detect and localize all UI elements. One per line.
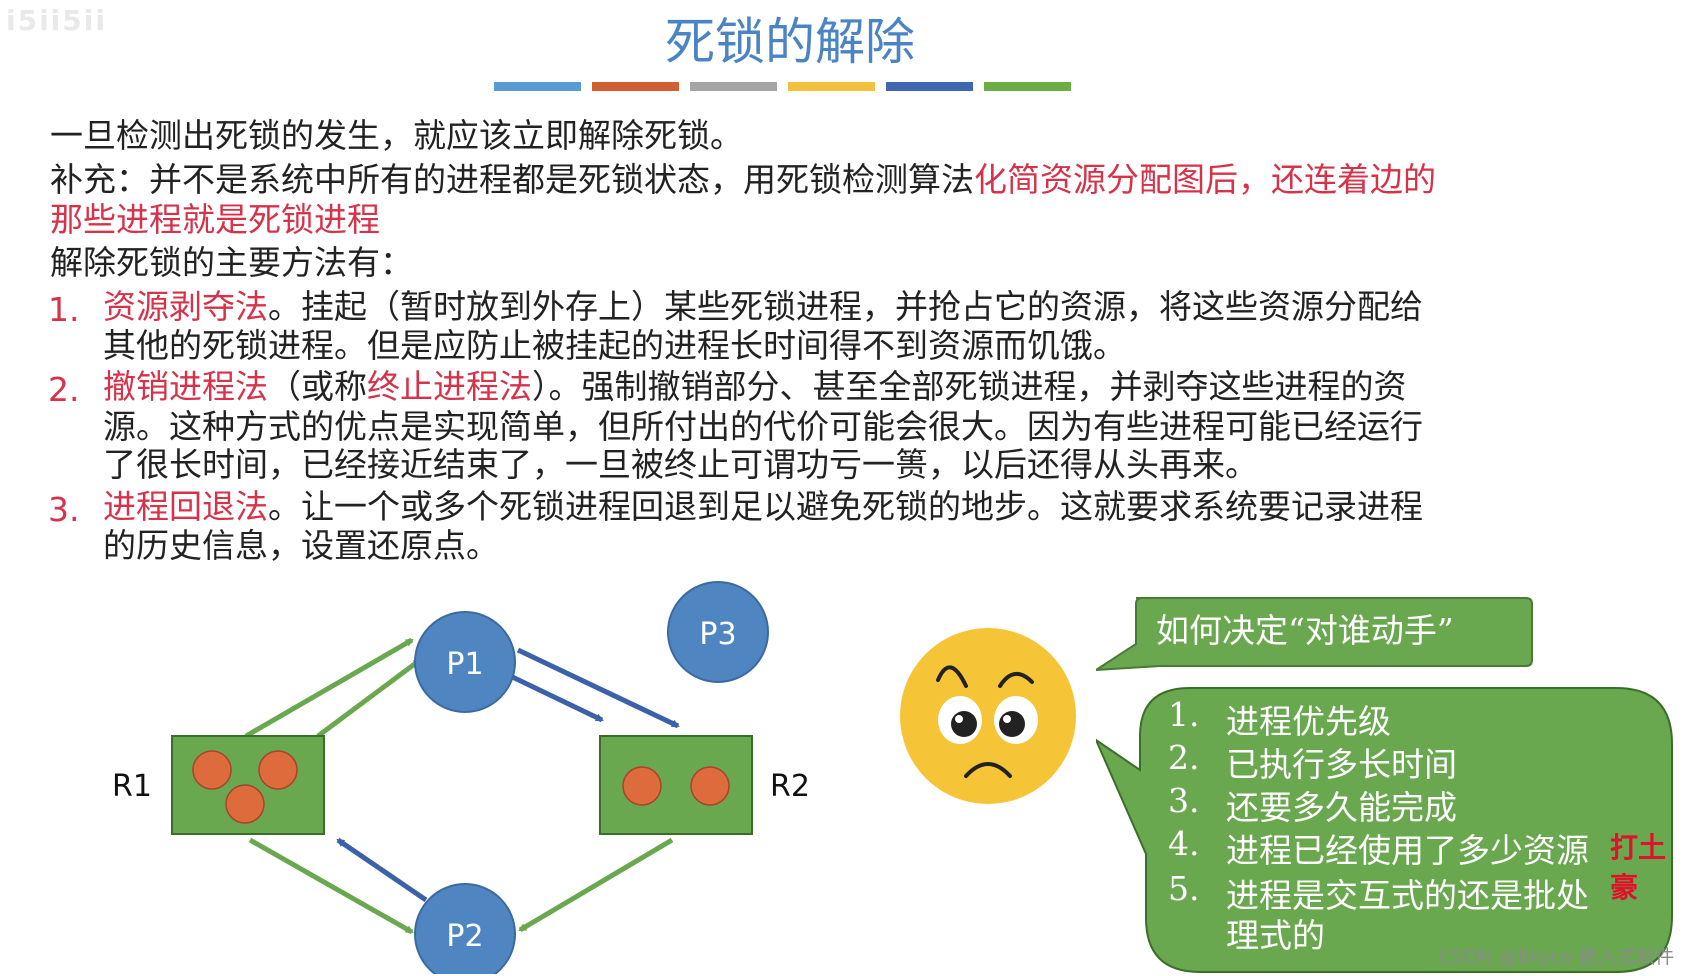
resource-label-r2: R2: [770, 769, 810, 804]
assign-edge: [518, 837, 674, 933]
methods-heading: 解除死锁的主要方法有：: [50, 243, 413, 282]
criteria-item: 已执行多长时间: [1226, 745, 1457, 784]
assign-edge: [316, 657, 422, 739]
criteria-item: 还要多久能完成: [1226, 788, 1457, 827]
process-label-p3: P3: [699, 617, 736, 652]
criteria-item: 进程已经使用了多少资源: [1226, 831, 1589, 870]
resource-token: [258, 750, 298, 790]
method-desc: ）。强制撤销部分、甚至全部死锁进程，并剥夺这些进程的资: [532, 367, 1407, 406]
process-p2: [414, 883, 516, 974]
criteria-item: 进程是交互式的还是批处: [1226, 876, 1589, 915]
corner-logo: i5ii5ii: [6, 4, 107, 37]
csdn-watermark: CSDN @Bruce-嵌入式软件: [1438, 946, 1675, 968]
method-2-line-1: 撤销进程法（或称终止进程法）。强制撤销部分、甚至全部死锁进程，并剥夺这些进程的资: [103, 367, 1407, 407]
method-name: 撤销进程法: [103, 367, 268, 406]
resource-token: [192, 750, 232, 790]
method-name: 资源剥夺法: [103, 287, 268, 326]
criteria-number: 3.: [1168, 781, 1200, 820]
resource-token: [225, 784, 265, 824]
assign-edge: [248, 837, 414, 935]
request-edge: [336, 837, 428, 903]
title-bar: [592, 82, 679, 91]
request-edge: [516, 647, 680, 729]
criteria-item-cont: 理式的: [1226, 916, 1325, 955]
intro-line: 一旦检测出死锁的发生，就应该立即解除死锁。: [50, 116, 743, 155]
method-2-line-3: 了很长时间，已经接近结束了，一旦被终止可谓功亏一篑，以后还得从头再来。: [103, 445, 1258, 484]
criteria-number: 1.: [1168, 695, 1200, 734]
supplement-highlight-cont: 那些进程就是死锁进程: [50, 200, 380, 239]
assign-edge: [244, 637, 414, 739]
supplement-line: 补充：并不是系统中所有的进程都是死锁状态，用死锁检测算法化简资源分配图后，还连着…: [50, 160, 1436, 200]
resource-label-r1: R1: [112, 769, 152, 804]
method-1-line-2: 其他的死锁进程。但是应防止被挂起的进程长时间得不到资源而饥饿。: [103, 326, 1126, 365]
title-underline-bars: [494, 82, 1071, 91]
title-bar: [984, 82, 1071, 91]
method-number: 3.: [48, 490, 80, 529]
method-desc: （或称: [268, 367, 367, 406]
supplement-highlight: 化简资源分配图后，还连着边的: [974, 160, 1436, 199]
resource-allocation-graph: R1 R2 P1 P3 P2: [112, 581, 810, 974]
method-number: 2.: [48, 370, 80, 409]
resource-token: [622, 766, 662, 806]
criteria-number: 4.: [1168, 824, 1200, 863]
frowning-face-icon: [900, 628, 1076, 804]
process-p1: [414, 611, 516, 713]
red-watermark: 打土豪: [1610, 831, 1667, 904]
method-alt-name: 终止进程法: [367, 367, 532, 406]
process-label-p1: P1: [446, 647, 483, 682]
method-3-line-2: 的历史信息，设置还原点。: [103, 526, 499, 565]
title-bar: [690, 82, 777, 91]
method-number: 1.: [48, 290, 80, 329]
method-desc: 。挂起（暂时放到外存上）某些死锁进程，并抢占它的资源，将这些资源分配给: [268, 287, 1423, 326]
criteria-number: 5.: [1168, 869, 1200, 908]
criteria-item: 进程优先级: [1226, 702, 1391, 741]
criteria-number: 2.: [1168, 738, 1200, 777]
request-edge: [500, 669, 604, 723]
method-3-line-1: 进程回退法。让一个或多个死锁进程回退到足以避免死锁的地步。这就要求系统要记录进程: [103, 487, 1423, 527]
resource-token: [690, 766, 730, 806]
method-2-line-2: 源。这种方式的优点是实现简单，但所付出的代价可能会很大。因为有些进程可能已经运行: [103, 407, 1423, 446]
method-name: 进程回退法: [103, 487, 268, 526]
speech-bubble-title: [1096, 597, 1533, 672]
title-bar: [788, 82, 875, 91]
bubble-title-text: 如何决定“对谁动手”: [1156, 611, 1454, 650]
title-bar: [886, 82, 973, 91]
title-bar: [494, 82, 581, 91]
method-1-line-1: 资源剥夺法。挂起（暂时放到外存上）某些死锁进程，并抢占它的资源，将这些资源分配给: [103, 287, 1423, 327]
process-p3: [667, 581, 769, 683]
process-label-p2: P2: [446, 919, 483, 954]
speech-bubble-criteria: [1096, 687, 1673, 973]
supplement-text: 补充：并不是系统中所有的进程都是死锁状态，用死锁检测算法: [50, 160, 974, 199]
method-desc: 。让一个或多个死锁进程回退到足以避免死锁的地步。这就要求系统要记录进程: [268, 487, 1423, 526]
slide-title: 死锁的解除: [665, 13, 915, 71]
